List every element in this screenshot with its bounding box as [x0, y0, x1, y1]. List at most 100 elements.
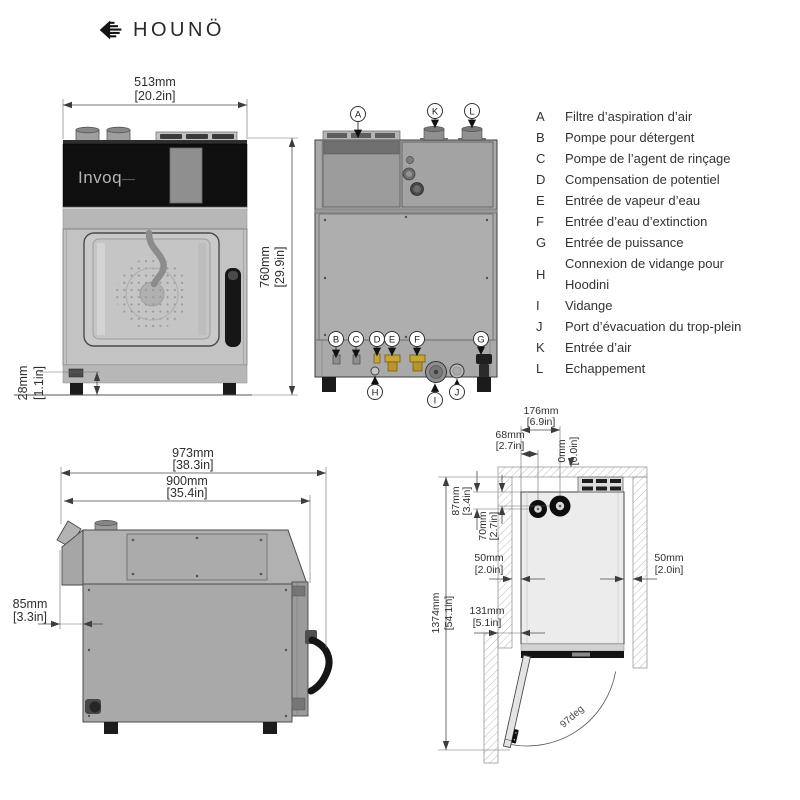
side-drain — [89, 701, 101, 713]
rinse-pump-connector — [352, 354, 361, 365]
dim-70-mm: 70mm — [477, 511, 489, 540]
svg-text:A: A — [355, 109, 362, 120]
side-rear-clearance-mm: 85mm — [13, 597, 48, 611]
dim-68-mm: 68mm — [495, 429, 524, 441]
installation-walls — [483, 466, 648, 764]
dim-0-mm: 0mm — [556, 439, 568, 463]
rear-view: A K L B C D E F G H I J — [314, 103, 498, 408]
svg-text:K: K — [432, 106, 439, 117]
dim-176-mm: 176mm — [523, 405, 558, 417]
rear-view-machine — [314, 126, 498, 392]
probe-tube — [145, 229, 167, 288]
installation-dimensions: 176mm [6.9in] 68mm [2.7in] 0mm [0.0in] 8… — [430, 405, 684, 751]
dim-70-in: [2.7in] — [488, 512, 500, 541]
side-front-frame — [291, 581, 309, 717]
balloon-b: B — [328, 331, 344, 359]
side-body-depth-mm: 900mm — [166, 474, 208, 488]
front-view: Invoq — [14, 75, 298, 400]
dim-1374-in: [54.1in] — [443, 596, 455, 631]
front-view-machine: Invoq — [14, 126, 252, 396]
side-total-depth-mm: 973mm — [172, 446, 214, 460]
svg-text:D: D — [374, 334, 381, 345]
left-wall-lower — [483, 632, 499, 764]
dim-68-in: [2.7in] — [496, 440, 525, 452]
rear-wall — [497, 466, 648, 478]
dim-50l-in: [2.0in] — [475, 564, 504, 576]
balloon-g: G — [473, 331, 489, 356]
brand-name: HOUNÖ — [133, 18, 225, 41]
front-width-mm: 513mm — [134, 75, 176, 89]
dim-50l-mm: 50mm — [474, 552, 503, 564]
balloon-a: A — [350, 106, 366, 139]
balloon-j: J — [449, 378, 465, 400]
side-body — [82, 583, 293, 723]
side-access-panel — [126, 533, 268, 581]
dim-131-in: [5.1in] — [473, 617, 502, 629]
detergent-pump-connector — [332, 354, 341, 365]
balloon-h: H — [367, 375, 383, 400]
front-height-in: [29.9in] — [273, 246, 287, 287]
svg-text:G: G — [477, 334, 484, 345]
front-height-mm: 760mm — [258, 246, 272, 288]
door-angle-label: 97deg — [558, 704, 586, 731]
dim-50r-mm: 50mm — [654, 552, 683, 564]
svg-text:B: B — [333, 334, 339, 345]
balloon-i: I — [427, 383, 443, 408]
side-view: 973mm [38.3in] 900mm [35.4in] 85mm [3.3i… — [13, 446, 333, 734]
side-view-dimensions: 973mm [38.3in] 900mm [35.4in] 85mm [3.3i… — [13, 446, 327, 648]
rear-foot — [322, 377, 336, 392]
front-view-dimensions: 513mm [20.2in] 760mm [29.9in] 28mm [1.1i… — [16, 75, 298, 400]
right-wall — [632, 476, 648, 669]
front-feet-mm: 28mm — [16, 366, 30, 401]
open-door — [502, 654, 531, 749]
door-handle — [225, 268, 241, 347]
svg-text:I: I — [434, 395, 437, 406]
invoq-logo: Invoq — [78, 168, 122, 187]
svg-text:J: J — [455, 387, 460, 398]
dim-50r-in: [2.0in] — [655, 564, 684, 576]
water-inlet — [409, 354, 426, 363]
balloon-l: L — [464, 103, 480, 129]
svg-text:L: L — [469, 106, 474, 117]
dim-176-in: [6.9in] — [527, 416, 556, 428]
front-foot — [223, 383, 236, 395]
front-foot — [70, 383, 83, 395]
side-door-handle — [307, 636, 333, 695]
front-control-panel — [62, 143, 248, 208]
balloon-f: F — [409, 331, 425, 357]
front-display — [169, 147, 203, 204]
side-foot — [263, 722, 277, 734]
side-body-depth-in: [35.4in] — [166, 486, 207, 500]
steam-inlet — [384, 354, 401, 363]
hoodini-drain-port — [370, 366, 380, 376]
installation-machine: 97deg — [502, 476, 625, 749]
side-foot — [104, 722, 118, 734]
installation-view: 97deg 176mm [6.9in] 68mm [2.7in] 0mm [0.… — [430, 405, 684, 764]
front-width-in: [20.2in] — [134, 89, 175, 103]
dim-0-in: [0.0in] — [568, 437, 580, 466]
balloon-k: K — [427, 103, 443, 129]
brand-header: HOUNÖ — [98, 16, 225, 44]
rear-foot — [477, 377, 491, 392]
svg-text:E: E — [389, 334, 395, 345]
hounoe-arrow-icon — [99, 20, 122, 40]
svg-text:C: C — [353, 334, 360, 345]
svg-text:F: F — [414, 334, 420, 345]
dim-87-in: [3.4in] — [461, 487, 473, 516]
svg-text:H: H — [372, 387, 379, 398]
power-inlet-gland — [476, 354, 492, 364]
